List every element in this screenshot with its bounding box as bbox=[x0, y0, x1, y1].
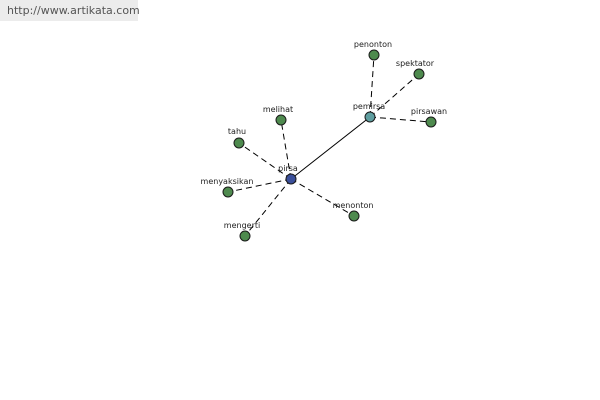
node-pemirsa[interactable] bbox=[364, 111, 376, 123]
node-label-menonton: menonton bbox=[333, 201, 374, 210]
node-tahu[interactable] bbox=[233, 137, 245, 149]
graph-nodes bbox=[222, 49, 437, 242]
edge-pirsa-menyaksikan bbox=[227, 178, 292, 193]
node-melihat[interactable] bbox=[275, 114, 287, 126]
node-label-spektator: spektator bbox=[396, 59, 435, 68]
edge-pirsa-mengerti bbox=[244, 178, 292, 237]
node-label-pirsa: pirsa bbox=[278, 164, 298, 173]
node-spektator[interactable] bbox=[413, 68, 425, 80]
node-penonton[interactable] bbox=[368, 49, 380, 61]
node-label-melihat: melihat bbox=[263, 105, 293, 114]
node-menyaksikan[interactable] bbox=[222, 186, 234, 198]
edge-pirsa-menonton bbox=[290, 178, 355, 217]
graph-edges bbox=[227, 54, 432, 237]
source-url-watermark: http://www.artikata.com bbox=[0, 0, 140, 21]
edge-pemirsa-spektator bbox=[369, 73, 420, 118]
edge-pemirsa-penonton bbox=[369, 54, 375, 118]
node-label-pemirsa: pemirsa bbox=[353, 102, 385, 111]
node-label-tahu: tahu bbox=[228, 127, 246, 136]
node-label-penonton: penonton bbox=[354, 40, 392, 49]
node-label-mengerti: mengerti bbox=[224, 221, 260, 230]
node-menonton[interactable] bbox=[348, 210, 360, 222]
node-label-pirsawan: pirsawan bbox=[411, 107, 447, 116]
edge-pirsa-pemirsa bbox=[290, 116, 371, 180]
node-pirsawan[interactable] bbox=[425, 116, 437, 128]
node-label-menyaksikan: menyaksikan bbox=[201, 177, 254, 186]
node-mengerti[interactable] bbox=[239, 230, 251, 242]
graph-labels: pirsa pemirsa penonton spektator pirsawan mel… bbox=[201, 40, 448, 230]
edge-pirsa-tahu bbox=[238, 142, 292, 180]
node-pirsa[interactable] bbox=[285, 173, 297, 185]
edge-pemirsa-pirsawan bbox=[369, 116, 432, 123]
